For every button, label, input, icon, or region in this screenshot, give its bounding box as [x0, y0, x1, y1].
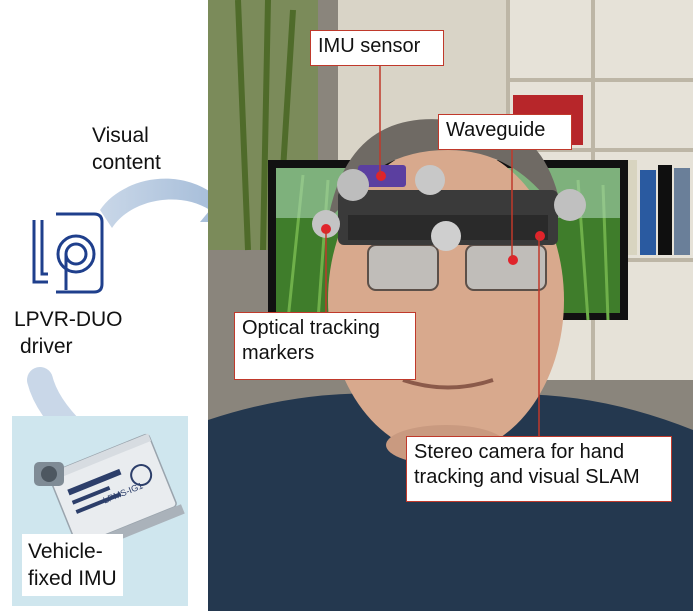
driver-label-line2: driver: [20, 335, 73, 358]
visual-content-label: Visual content: [92, 122, 161, 176]
driver-label: LPVR-DUO driver: [14, 306, 123, 360]
optical-markers-line1: Optical tracking: [242, 317, 380, 339]
optical-markers-line2: markers: [242, 342, 315, 364]
imu-sensor-callout: IMU sensor: [310, 30, 444, 66]
stereo-camera-line2: tracking and visual SLAM: [414, 466, 640, 488]
vehicle-imu-label: Vehicle- fixed IMU: [22, 534, 123, 596]
imu-device-image: [34, 433, 185, 557]
vehicle-imu-line2: fixed IMU: [28, 567, 117, 590]
visual-content-arrow: [100, 178, 240, 228]
vehicle-imu-line1: Vehicle-: [28, 540, 103, 563]
driver-label-line1: LPVR-DUO: [14, 308, 123, 331]
lp-logo-icon: [32, 212, 104, 294]
optical-markers-callout: Optical tracking markers: [234, 312, 416, 380]
waveguide-callout: Waveguide: [438, 114, 572, 150]
visual-content-line2: content: [92, 151, 161, 174]
stereo-camera-callout: Stereo camera for hand tracking and visu…: [406, 436, 672, 502]
visual-content-line1: Visual: [92, 124, 149, 147]
waveguide-label: Waveguide: [446, 119, 546, 141]
stereo-camera-line1: Stereo camera for hand: [414, 441, 625, 463]
imu-sensor-label: IMU sensor: [318, 35, 421, 57]
vehicle-imu-photo: LPMS-IG1 Vehicle- fixed IMU: [12, 416, 188, 606]
